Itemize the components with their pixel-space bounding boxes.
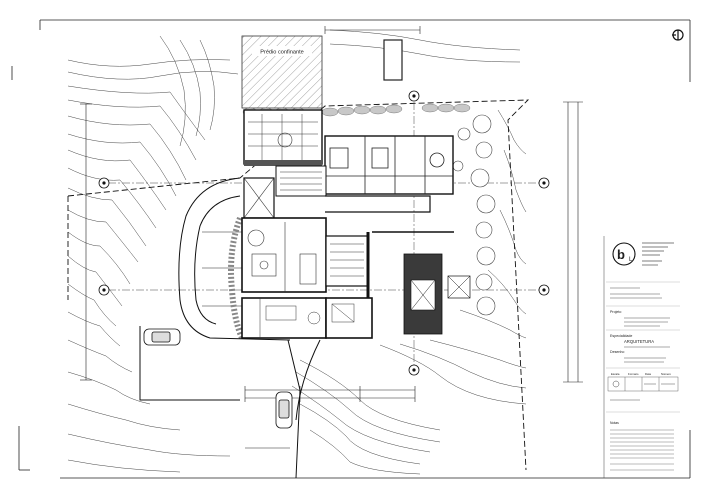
axis-marker-d <box>538 284 550 296</box>
axis-markers <box>98 90 550 376</box>
trees-east <box>452 114 496 316</box>
title-block-table: Escala Formato Data Número <box>607 372 679 392</box>
driveway <box>139 177 321 479</box>
svg-text:Data: Data <box>645 372 651 376</box>
title-block-discipline: ARQUITETURA <box>624 339 654 344</box>
north-arrow-icon <box>672 29 684 41</box>
pool-top <box>383 39 403 81</box>
car-icon <box>143 328 181 346</box>
title-block-drawing-label: Desenho <box>610 350 624 354</box>
topography-contours <box>67 29 527 475</box>
svg-text:Número: Número <box>661 372 671 376</box>
svg-text:Escala: Escala <box>611 372 620 376</box>
svg-text:Formato: Formato <box>628 372 639 376</box>
title-block-specialty-label: Especialidade <box>610 334 632 338</box>
title-block: b L Projeto Especialidade ARQUITETURA <box>603 236 680 478</box>
axis-marker-e <box>408 90 420 102</box>
svg-text:L: L <box>629 257 633 263</box>
company-logo: b L <box>612 242 636 266</box>
title-block-project-label: Projeto <box>610 310 621 314</box>
house-floor-plan <box>241 109 454 339</box>
axis-marker-a <box>98 177 110 189</box>
car-icon <box>275 391 293 429</box>
hedge-west <box>228 216 245 340</box>
property-boundary <box>67 99 530 471</box>
svg-text:b: b <box>617 247 625 262</box>
neighbour-building: Prédio confinante <box>241 35 323 109</box>
axis-marker-c <box>98 284 110 296</box>
axis-marker-f <box>408 364 420 376</box>
neighbour-label: Prédio confinante <box>260 50 304 56</box>
axis-marker-b <box>538 177 550 189</box>
sheet-frame <box>11 19 691 479</box>
swimming-pool <box>403 253 471 335</box>
title-block-notes-label: Notas <box>610 421 619 425</box>
